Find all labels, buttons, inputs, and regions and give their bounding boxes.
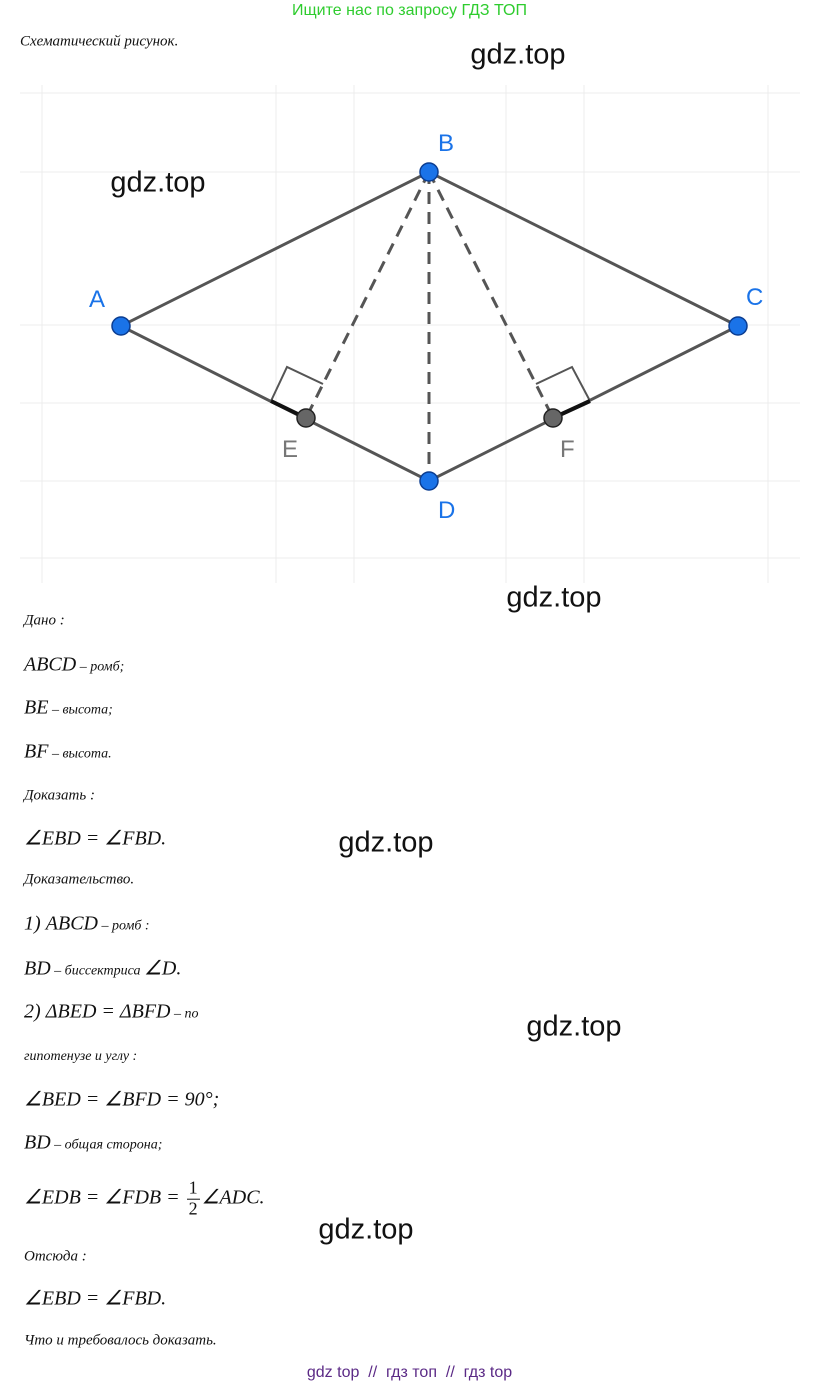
- given-2: BE – высота;: [24, 696, 113, 719]
- point-c: [728, 316, 748, 336]
- point-a: [111, 316, 131, 336]
- point-d: [419, 471, 439, 491]
- point-f: [543, 408, 563, 428]
- given-label: Дано :: [24, 612, 65, 629]
- height-be: [304, 171, 431, 419]
- qed: Что и требовалось доказать.: [24, 1332, 217, 1349]
- right-angle-f: [535, 365, 591, 402]
- equation-1: ∠BED = ∠BFD = 90°;: [24, 1088, 220, 1111]
- label-f: F: [560, 436, 575, 463]
- label-c: C: [746, 284, 763, 311]
- rhombus-diagram: A B C D E F: [20, 85, 800, 583]
- given-1: ABCD – ромб;: [24, 653, 125, 676]
- prove-statement: ∠EBD = ∠FBD.: [24, 827, 167, 850]
- watermark: gdz.top: [338, 826, 434, 859]
- watermark: gdz.top: [526, 1010, 622, 1043]
- label-d: D: [438, 497, 455, 524]
- step-1: 1) ABCD – ромб :: [24, 912, 150, 935]
- search-banner: Ищите нас по запросу ГДЗ ТОП: [292, 2, 527, 19]
- label-a: A: [89, 286, 105, 313]
- watermark: gdz.top: [506, 581, 602, 614]
- caption: Схематический рисунок.: [20, 33, 179, 50]
- step-2b: гипотенузе и углу :: [24, 1049, 138, 1064]
- height-bf: [427, 171, 555, 419]
- point-e: [296, 408, 316, 428]
- grid: [20, 85, 800, 583]
- label-e: E: [282, 436, 298, 463]
- proof-label: Доказательство.: [24, 871, 135, 888]
- hence-label: Отсюда :: [24, 1248, 87, 1265]
- watermark: gdz.top: [470, 38, 566, 71]
- step-1b: BD – биссектриса ∠D.: [24, 957, 182, 980]
- right-angle-e: [270, 365, 324, 402]
- step-2: 2) ΔBED = ΔBFD – по: [24, 1000, 199, 1023]
- given-3: BF – высота.: [24, 740, 112, 763]
- prove-label: Доказать :: [24, 787, 95, 804]
- watermark: gdz.top: [318, 1213, 414, 1246]
- point-b: [419, 162, 439, 182]
- equation-2: BD – общая сторона;: [24, 1131, 163, 1154]
- footer-links[interactable]: gdz top // гдз топ // гдз top: [306, 1364, 513, 1381]
- watermark: gdz.top: [110, 166, 206, 199]
- label-b: B: [438, 130, 454, 157]
- conclusion: ∠EBD = ∠FBD.: [24, 1287, 167, 1310]
